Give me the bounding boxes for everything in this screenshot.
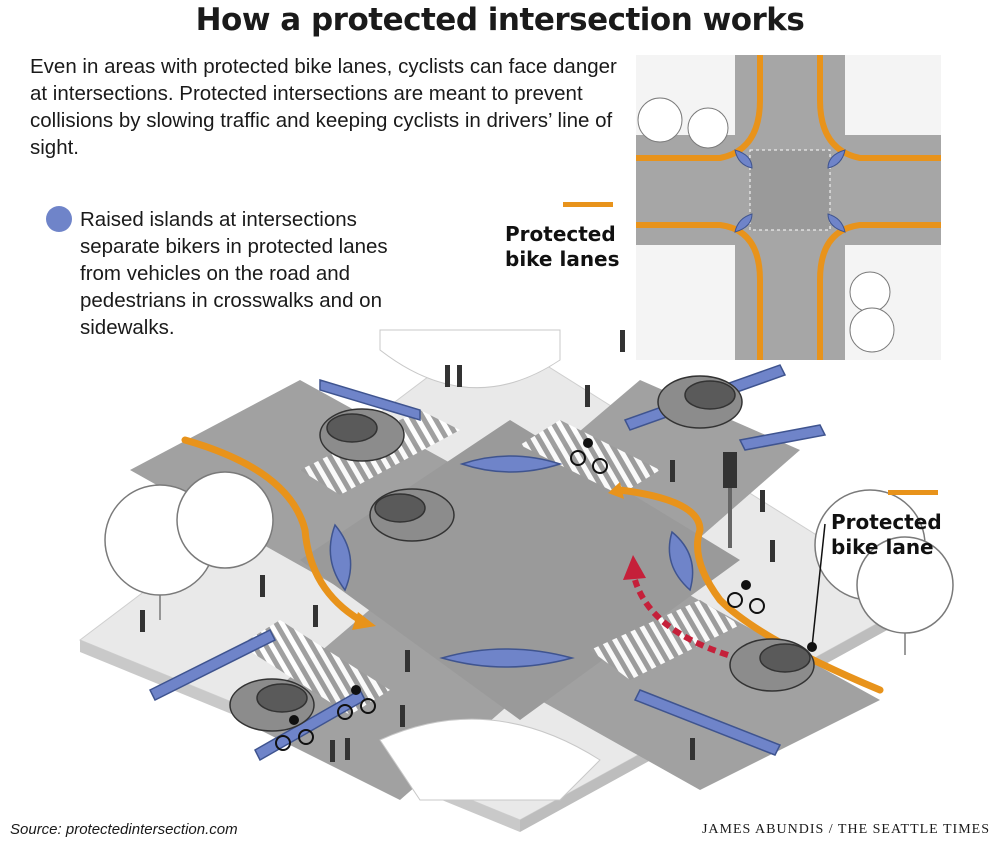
- pedestrian-icon: [457, 365, 462, 387]
- pedestrian-icon: [670, 460, 675, 482]
- pedestrian-icon: [260, 575, 265, 597]
- pedestrian-icon: [760, 490, 765, 512]
- source-note: Source: protectedintersection.com: [10, 821, 238, 838]
- pedestrians: [140, 330, 775, 762]
- pedestrian-icon: [405, 650, 410, 672]
- cars: [229, 375, 815, 732]
- car-icon: [229, 678, 315, 732]
- pedestrian-icon: [313, 605, 318, 627]
- protected-bike-lane-label: Protected bike lane: [831, 510, 942, 559]
- bike-lane-arrow-left: [352, 612, 376, 630]
- car-icon: [729, 638, 815, 692]
- car-icon: [319, 408, 405, 462]
- pedestrian-icon: [400, 705, 405, 727]
- corner-curbs: [379, 329, 601, 801]
- cyclist-icon: [570, 438, 608, 474]
- callout-dot: [807, 642, 817, 652]
- bike-lane-line-icon: [888, 490, 938, 495]
- bike-lane-arrow-right: [608, 482, 624, 499]
- callout-line: [811, 523, 826, 648]
- page-title: How a protected intersection works: [195, 2, 805, 38]
- pedestrian-icon: [330, 740, 335, 762]
- plan-bike-lanes: [636, 55, 941, 360]
- intro-text: Even in areas with protected bike lanes,…: [30, 55, 617, 159]
- pedestrian-icon: [585, 385, 590, 407]
- bike-lane-line-icon: [563, 202, 613, 207]
- cyclist-icon: [275, 715, 314, 751]
- protected-bike-lanes-label: Protected bike lanes: [505, 222, 620, 271]
- tree-icon: [176, 471, 274, 569]
- pedestrian-icon: [345, 738, 350, 760]
- pedestrian-icon: [620, 330, 625, 352]
- pedestrian-icon: [770, 540, 775, 562]
- car-icon: [657, 375, 743, 429]
- pedestrian-icon: [140, 610, 145, 632]
- credit: JAMES ABUNDIS / THE SEATTLE TIMES: [701, 822, 990, 837]
- island-note: Raised islands at intersections separate…: [80, 208, 388, 339]
- car-icon: [369, 488, 455, 542]
- pedestrian-icon: [690, 738, 695, 760]
- cyclist-icon: [337, 685, 376, 720]
- trees: [104, 471, 954, 655]
- plan-view-inset: [636, 55, 941, 360]
- traffic-signal-icon: [723, 452, 737, 548]
- cyclist-icon: [727, 580, 765, 614]
- pedestrian-icon: [445, 365, 450, 387]
- cyclists: [275, 438, 765, 751]
- turn-arrow-icon: [623, 555, 729, 658]
- raised-island-dot-icon: [46, 206, 72, 232]
